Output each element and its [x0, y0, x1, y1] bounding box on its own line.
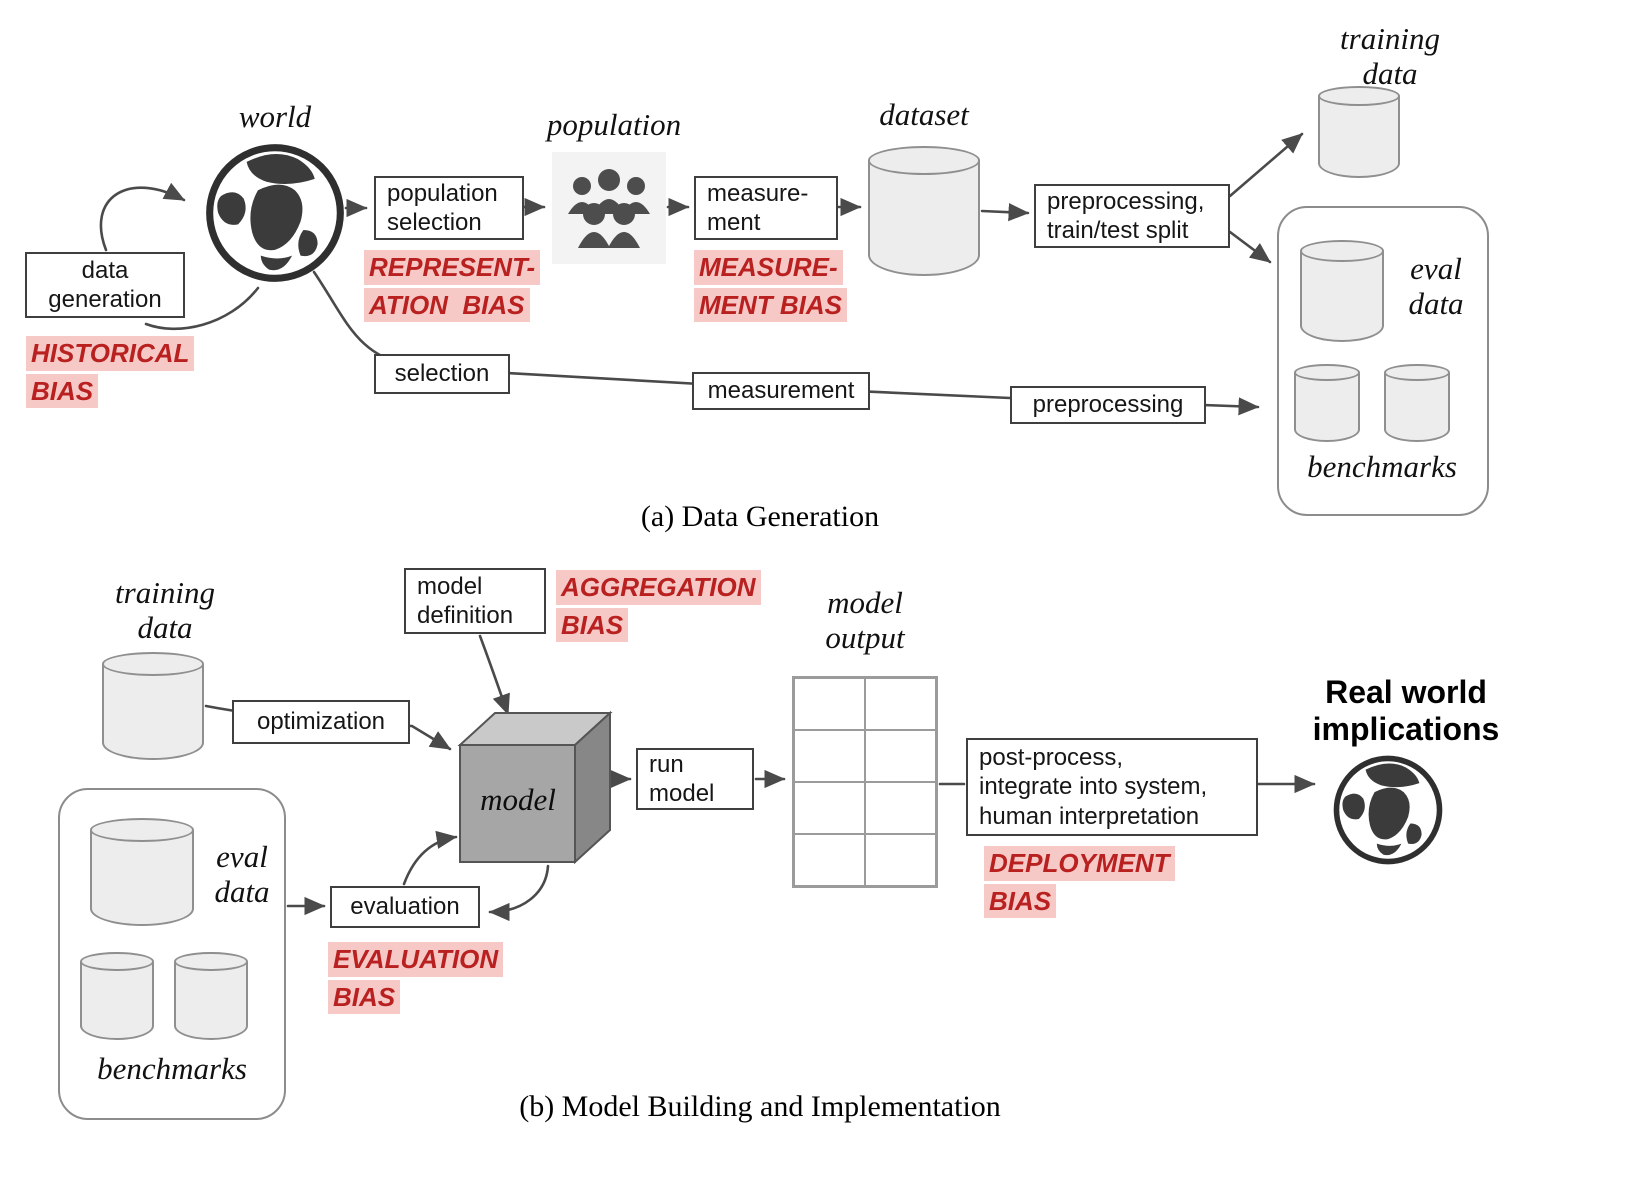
model-definition-box: model definition	[404, 568, 546, 634]
model-output-cell	[794, 730, 865, 782]
eval-data-label-b: eval data	[214, 839, 270, 909]
eval-data-cylinder-b	[90, 818, 194, 926]
preprocessing-split-box: preprocessing, train/test split	[1034, 184, 1230, 248]
evaluation-bias-label: EVALUATION BIAS	[328, 942, 504, 1017]
model-output-grid	[792, 676, 938, 888]
benchmarks-label-b: benchmarks	[97, 1051, 247, 1086]
measurement-bias-label: MEASURE- MENT BIAS	[694, 250, 847, 325]
globe-icon-b	[1332, 754, 1444, 866]
benchmark-cylinder-a2	[1384, 364, 1450, 442]
benchmark-cylinder-a1	[1294, 364, 1360, 442]
model-output-cell	[794, 834, 865, 886]
bias-line: BIAS	[556, 607, 629, 642]
arrow-preprocessing-to-training-data	[1228, 132, 1304, 198]
eval-data-cylinder-a	[1300, 240, 1384, 342]
bias-line: EVALUATION	[328, 942, 504, 977]
selection-box: selection	[374, 354, 510, 394]
optimization-box: optimization	[232, 700, 410, 744]
world-label: world	[238, 99, 312, 134]
dataset-cylinder	[868, 146, 980, 276]
arrow-evaluation-to-model	[402, 830, 458, 886]
measurement-box: measure- ment	[694, 176, 838, 240]
people-group-icon	[552, 152, 666, 264]
benchmarks-label-a: benchmarks	[1307, 449, 1457, 484]
model-output-cell	[794, 678, 865, 730]
training-data-cylinder-b	[102, 652, 204, 760]
bias-line: ATION BIAS	[364, 287, 530, 322]
arrow-preprocessing-to-eval-data	[1228, 230, 1272, 264]
caption-a: (a) Data Generation	[640, 500, 880, 533]
bias-line: HISTORICAL	[26, 336, 195, 371]
bias-line: AGGREGATION	[556, 570, 761, 605]
representation-bias-label: REPRESENT- ATION BIAS	[364, 250, 541, 325]
bias-line: BIAS	[328, 979, 401, 1014]
benchmark-cylinder-b1	[80, 952, 154, 1040]
preprocessing-bottom-box: preprocessing	[1010, 386, 1206, 424]
dataset-label: dataset	[879, 97, 969, 132]
training-data-cylinder-a	[1318, 86, 1400, 178]
globe-icon	[204, 140, 346, 286]
bias-line: BIAS	[984, 883, 1057, 918]
data-generation-box: data generation	[25, 252, 185, 318]
evaluation-box: evaluation	[330, 886, 480, 928]
training-data-label-a: training data	[1340, 21, 1440, 91]
model-output-cell	[865, 678, 936, 730]
model-output-cell	[865, 730, 936, 782]
caption-b: (b) Model Building and Implementation	[519, 1090, 1001, 1123]
model-cube-icon	[455, 705, 615, 865]
eval-data-label-a: eval data	[1408, 251, 1464, 321]
model-output-label: model output	[825, 585, 905, 655]
bias-line: BIAS	[26, 373, 99, 408]
model-label: model	[480, 782, 556, 817]
model-output-cell	[794, 782, 865, 834]
arrow-dataset-to-preprocessing	[980, 203, 1030, 222]
measurement-bottom-box: measurement	[692, 372, 870, 410]
aggregation-bias-label: AGGREGATION BIAS	[556, 570, 761, 645]
bias-line: MEASURE-	[694, 250, 843, 285]
benchmark-cylinder-b2	[174, 952, 248, 1040]
population-label: population	[546, 107, 682, 142]
bias-line: REPRESENT-	[364, 250, 541, 285]
model-output-cell	[865, 782, 936, 834]
run-model-box: run model	[636, 748, 754, 810]
deployment-bias-label: DEPLOYMENT BIAS	[984, 846, 1175, 921]
post-process-box: post-process, integrate into system, hum…	[966, 738, 1258, 836]
bias-line: DEPLOYMENT	[984, 846, 1175, 881]
model-output-cell	[865, 834, 936, 886]
population-selection-box: population selection	[374, 176, 524, 240]
arrow-datageneration-to-world	[99, 182, 186, 252]
training-data-label-b: training data	[115, 575, 215, 645]
arrow-model-definition-to-model	[478, 634, 510, 716]
bias-line: MENT BIAS	[694, 287, 847, 322]
historical-bias-label: HISTORICAL BIAS	[26, 336, 195, 411]
arrow-model-to-evaluation	[488, 864, 550, 922]
real-world-implications-label: Real world implications	[1312, 674, 1500, 747]
arrow-world-to-datageneration	[144, 286, 260, 331]
